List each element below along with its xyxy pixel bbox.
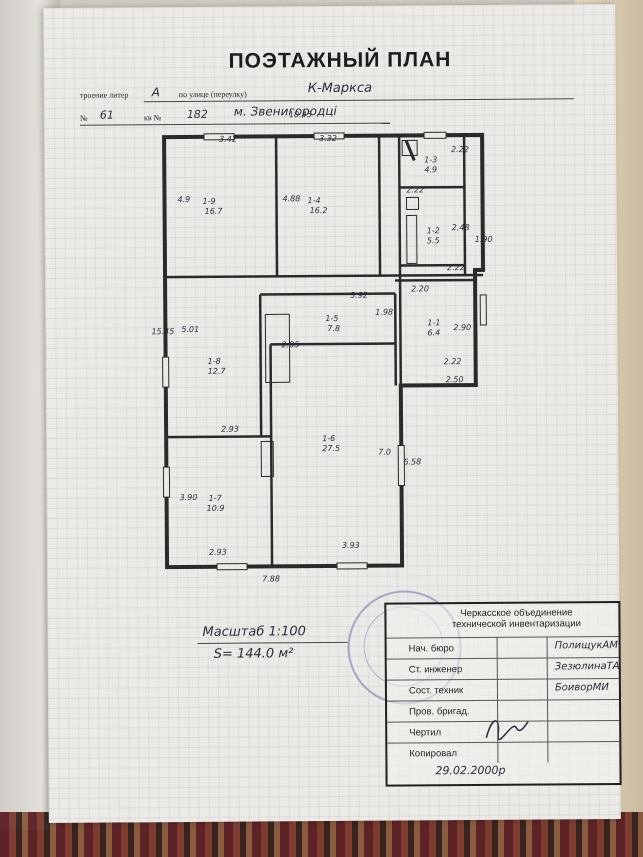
dimension-label: 2.85 xyxy=(281,340,300,350)
room-area: 16.2 xyxy=(309,206,328,216)
scale-underline xyxy=(197,641,348,644)
dimension-label: 2.22 xyxy=(406,185,425,195)
header-house: 61 xyxy=(99,108,114,122)
room-label: 1-9 xyxy=(202,196,216,206)
dimension-label: 3.42 xyxy=(219,134,237,144)
room-label: 1-1 xyxy=(427,318,441,328)
title-row-label: Пров. бригад. xyxy=(409,706,470,718)
title-row: Чертил xyxy=(387,720,620,744)
room-area: 10.9 xyxy=(206,503,225,513)
title-row-name: БоиворМИ xyxy=(554,682,609,694)
title-row: Ст. инженер ЗезюлинаТА xyxy=(386,657,620,681)
dimension-label: 2.20 xyxy=(411,284,429,294)
dimension-label: 1.90 xyxy=(474,234,493,244)
dimension-label: 2.50 xyxy=(445,375,464,385)
dimension-label: 3.92 xyxy=(350,290,369,300)
scale-label: Масштаб 1:100 xyxy=(202,624,306,640)
title-row: Сост. техник БоиворМИ xyxy=(386,678,620,702)
dimension-label: 4.88 xyxy=(282,194,301,204)
title-block: Черкасское объединение технической инвен… xyxy=(384,600,622,787)
room-label: 1-8 xyxy=(207,356,221,366)
dimension-label: 7.88 xyxy=(262,574,280,584)
header-letter: А xyxy=(151,85,161,100)
room-label: 1-4 xyxy=(307,196,321,206)
org-line2: технической инвентаризации xyxy=(451,618,581,631)
room-area: 4.9 xyxy=(424,165,438,175)
dimension-label: 1.98 xyxy=(375,307,394,317)
title-row-label: Сост. техник xyxy=(408,685,464,697)
dimension-label: 2.22 xyxy=(451,145,470,155)
org-name: Черкасское объединение технической инвен… xyxy=(416,607,616,630)
dimension-label: 3.93 xyxy=(341,540,360,550)
room-area: 16.7 xyxy=(204,206,223,216)
dimension-label: 6.58 xyxy=(403,457,422,467)
room-area: 27.5 xyxy=(322,443,341,454)
title-row-label: Чертил xyxy=(409,727,442,739)
header-street: К-Маркса xyxy=(307,80,373,97)
dimension-label: 7.0 xyxy=(378,447,392,457)
area-label: S= 144.0 м² xyxy=(213,646,294,662)
room-label: 1-7 xyxy=(208,493,222,503)
page-title: ПОЭТАЖНЫЙ ПЛАН xyxy=(228,48,452,73)
dimension-label: 2.93 xyxy=(221,424,239,434)
room-area: 12.7 xyxy=(207,366,226,376)
dimension-label: 3.32 xyxy=(319,133,337,144)
title-row: Копировал xyxy=(387,741,620,765)
title-row-name: ЗезюлинаТА xyxy=(554,660,620,673)
dimension-label: 2.90 xyxy=(453,323,472,333)
room-label: 1-5 xyxy=(325,313,339,324)
dimension-label: 10.45 xyxy=(288,110,312,120)
room-area: 7.8 xyxy=(327,323,341,334)
room-label: 1-6 xyxy=(322,433,336,444)
title-row: Нач. бюро ПолищукАМ xyxy=(386,636,619,660)
title-row-name: ПолищукАМ xyxy=(554,640,619,652)
room-area: 6.4 xyxy=(427,328,441,338)
title-row-label: Ст. инженер xyxy=(408,664,463,676)
room-area: 5.5 xyxy=(426,236,440,246)
floor-plan-sheet: ПОЭТАЖНЫЙ ПЛАН троение литер А по улице … xyxy=(43,4,622,823)
dimension-label: 2.48 xyxy=(451,223,470,233)
signature-icon xyxy=(485,720,529,741)
room-label: 1-2 xyxy=(426,226,440,236)
floor-plan-drawing xyxy=(162,131,487,571)
header-line1-rule xyxy=(143,98,574,103)
header-line1-prefix: троение литер xyxy=(79,90,129,100)
header-line1-mid: по улице (переулку) xyxy=(178,89,247,100)
header-line2-prefix: № xyxy=(79,113,88,123)
dimension-label: 2.93 xyxy=(208,547,227,557)
dimension-label: 4.9 xyxy=(177,194,191,205)
dimension-label: 5.01 xyxy=(181,324,200,335)
dimension-label: 2.22 xyxy=(446,263,465,273)
drawing-date: 29.02.2000р xyxy=(435,763,506,778)
dimension-label: 15.45 xyxy=(151,327,175,337)
title-row-label: Нач. бюро xyxy=(408,643,454,655)
dimension-label: 2.22 xyxy=(443,357,462,367)
room-label: 1-3 xyxy=(424,155,438,165)
dimension-label: 3.90 xyxy=(179,492,198,503)
title-row-label: Копировал xyxy=(409,748,458,760)
